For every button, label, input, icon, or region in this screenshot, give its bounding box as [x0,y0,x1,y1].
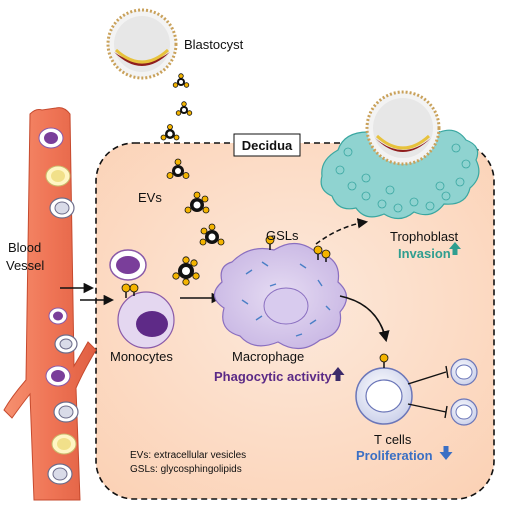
monocyte-cell [117,283,175,349]
proliferation-down-arrow-icon [439,446,453,460]
ev-particle [172,256,200,286]
trophoblast-cluster [320,90,480,220]
blood-vessel [3,107,97,501]
macrophage-cell [213,235,348,350]
arrow-macrophage-to-tcell [339,295,390,343]
decidua-label: Decidua [242,138,293,153]
monocytes-label: Monocytes [110,349,173,364]
macrophage-label: Macrophage [232,349,304,364]
proliferation-label: Proliferation [356,448,433,463]
arrow-macrophage-to-trophoblast [315,218,369,245]
invasion-label: Invasion [398,246,451,261]
t-cell [355,353,413,425]
phagocytic-label: Phagocytic activity [214,369,333,384]
legend-gsls: GSLs: glycosphingolipids [130,464,242,475]
ev-particles [160,73,225,286]
invasion-up-arrow-icon [449,242,461,255]
blood-label: Blood [8,240,41,255]
tcells-label: T cells [374,432,412,447]
ev-particle [172,73,190,88]
monocyte-cell-top [109,249,147,281]
blastocyst-icon [106,8,178,80]
ev-particle [166,158,190,179]
phagocytic-up-arrow-icon [331,367,345,381]
evs-label: EVs [138,190,162,205]
ev-particle [184,191,210,214]
ev-particle [199,223,225,246]
gsls-label: GSLs [266,228,299,243]
legend-evs: EVs: extracellular vesicles [130,450,246,461]
small-t-cell-bottom [450,398,478,426]
decidua-label-box [233,133,301,157]
inhibition-lines [407,365,449,419]
ev-particle [175,101,193,116]
ev-particle [160,124,180,141]
trophoblast-label: Trophoblast [390,229,459,244]
vessel-label: Vessel [6,258,44,273]
small-t-cell-top [450,358,478,386]
blastocyst-label: Blastocyst [184,37,244,52]
